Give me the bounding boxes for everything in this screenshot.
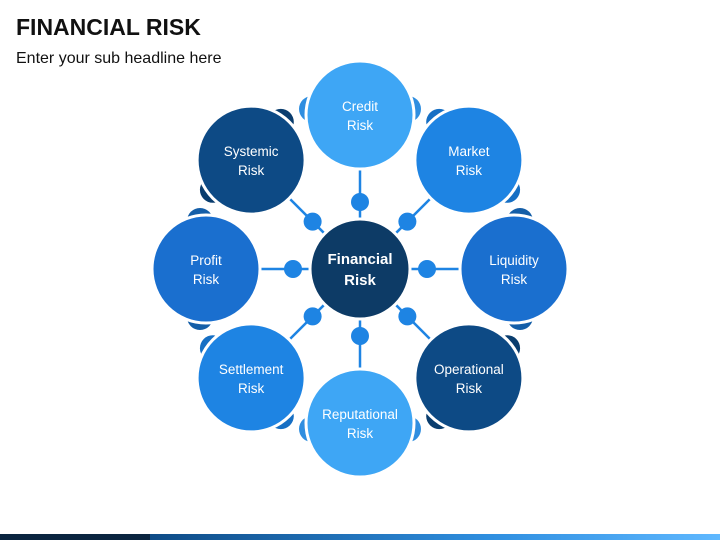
node-label-line1-reputational: Reputational — [322, 407, 398, 422]
node-circle-liquidity — [458, 213, 570, 325]
connector-dot-operational — [398, 307, 417, 326]
node-label-line2-profit: Risk — [193, 272, 219, 287]
node-label-line1-market: Market — [448, 144, 490, 159]
connector-dot-systemic — [303, 212, 322, 231]
bottom-bar-blue-segment — [150, 534, 720, 540]
nodes-layer: CreditRiskMarketRiskLiquidityRiskOperati… — [150, 59, 570, 479]
connectors-layer — [258, 167, 462, 371]
node-label-line1-liquidity: Liquidity — [489, 253, 539, 268]
node-label-line2-credit: Risk — [347, 118, 373, 133]
node-label-line1-systemic: Systemic — [224, 144, 279, 159]
node-label-line1-operational: Operational — [434, 362, 504, 377]
node-label-line2-liquidity: Risk — [501, 272, 527, 287]
node-label-line2-systemic: Risk — [238, 163, 264, 178]
center-hub: Financial Risk — [308, 217, 412, 321]
node-label-line2-operational: Risk — [456, 381, 482, 396]
node-circle-systemic — [195, 104, 307, 216]
node-label-line1-credit: Credit — [342, 99, 378, 114]
slide-title: FINANCIAL RISK — [16, 14, 201, 40]
node-circle-credit — [304, 59, 416, 171]
connector-dot-reputational — [351, 327, 369, 345]
node-circle-reputational — [304, 367, 416, 479]
node-label-line1-profit: Profit — [190, 253, 222, 268]
node-circle-settlement — [195, 322, 307, 434]
node-circle-market — [413, 104, 525, 216]
center-label-line1: Financial — [327, 251, 392, 268]
slide-subtitle: Enter your sub headline here — [16, 50, 222, 67]
bottom-accent-bar — [0, 534, 720, 540]
connector-dot-credit — [351, 193, 369, 211]
bottom-bar-dark-segment — [0, 534, 150, 540]
node-label-line1-settlement: Settlement — [219, 362, 284, 377]
node-circle-profit — [150, 213, 262, 325]
node-label-line2-settlement: Risk — [238, 381, 264, 396]
connector-dot-profit — [284, 260, 302, 278]
connector-dot-market — [398, 212, 417, 231]
center-label-line2: Risk — [344, 272, 376, 289]
connector-dot-settlement — [303, 307, 322, 326]
center-hub-circle — [308, 217, 412, 321]
node-circle-operational — [413, 322, 525, 434]
node-label-line2-reputational: Risk — [347, 426, 373, 441]
node-label-line2-market: Risk — [456, 163, 482, 178]
connector-dot-liquidity — [418, 260, 436, 278]
